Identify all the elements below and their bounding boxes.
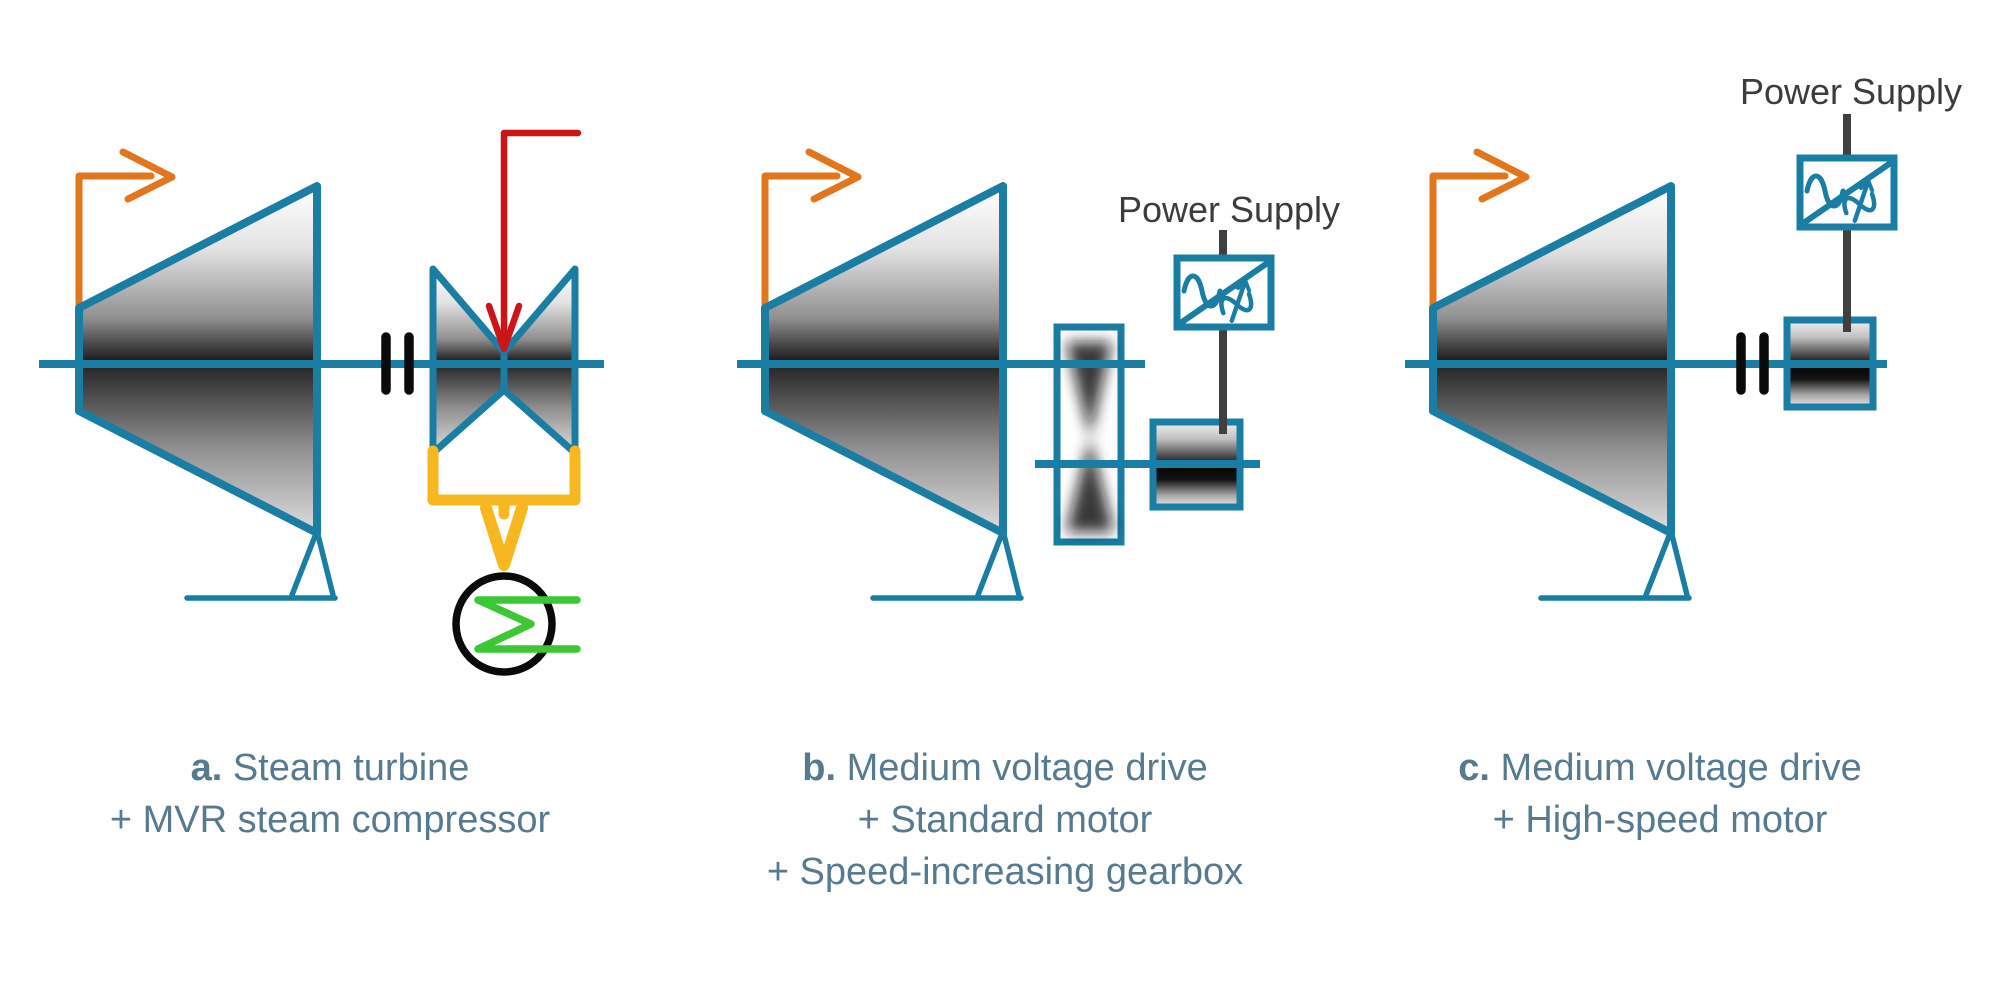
- caption-a-line1: a. Steam turbine: [191, 747, 470, 789]
- caption-b-line3: + Speed-increasing gearbox: [767, 851, 1243, 893]
- figure-c-high-speed-motor-drive: Power Supply: [1405, 71, 1962, 598]
- figure-a-steam-turbine-drive: [39, 129, 604, 676]
- steam-compressor-c: [1433, 152, 1689, 598]
- frequency-converter-icon: [1177, 258, 1271, 327]
- power-supply-label-b: Power Supply: [1118, 189, 1340, 230]
- caption-b-line1: b. Medium voltage drive: [802, 747, 1208, 789]
- condenser-icon: [452, 572, 581, 676]
- steam-compressor-a: [79, 152, 335, 598]
- gearbox-icon: [1053, 323, 1125, 546]
- figure-b-standard-motor-gearbox-drive: Power Supply: [737, 152, 1340, 598]
- caption-b: b. Medium voltage drive + Standard motor…: [767, 747, 1243, 893]
- caption-b-line2: + Standard motor: [858, 799, 1153, 841]
- steam-compressor-b: [765, 152, 1021, 598]
- caption-c-line2: + High-speed motor: [1493, 799, 1828, 841]
- caption-c: c. Medium voltage drive + High-speed mot…: [1458, 747, 1861, 841]
- steam-inlet-arrow-icon: [485, 129, 582, 353]
- caption-c-line1: c. Medium voltage drive: [1458, 747, 1861, 789]
- caption-a-line2: + MVR steam compressor: [110, 799, 551, 841]
- caption-a: a. Steam turbine + MVR steam compressor: [110, 747, 551, 841]
- frequency-converter-icon: [1800, 158, 1894, 227]
- power-supply-label-c: Power Supply: [1740, 71, 1962, 112]
- exhaust-duct-arrow-icon: [427, 445, 581, 571]
